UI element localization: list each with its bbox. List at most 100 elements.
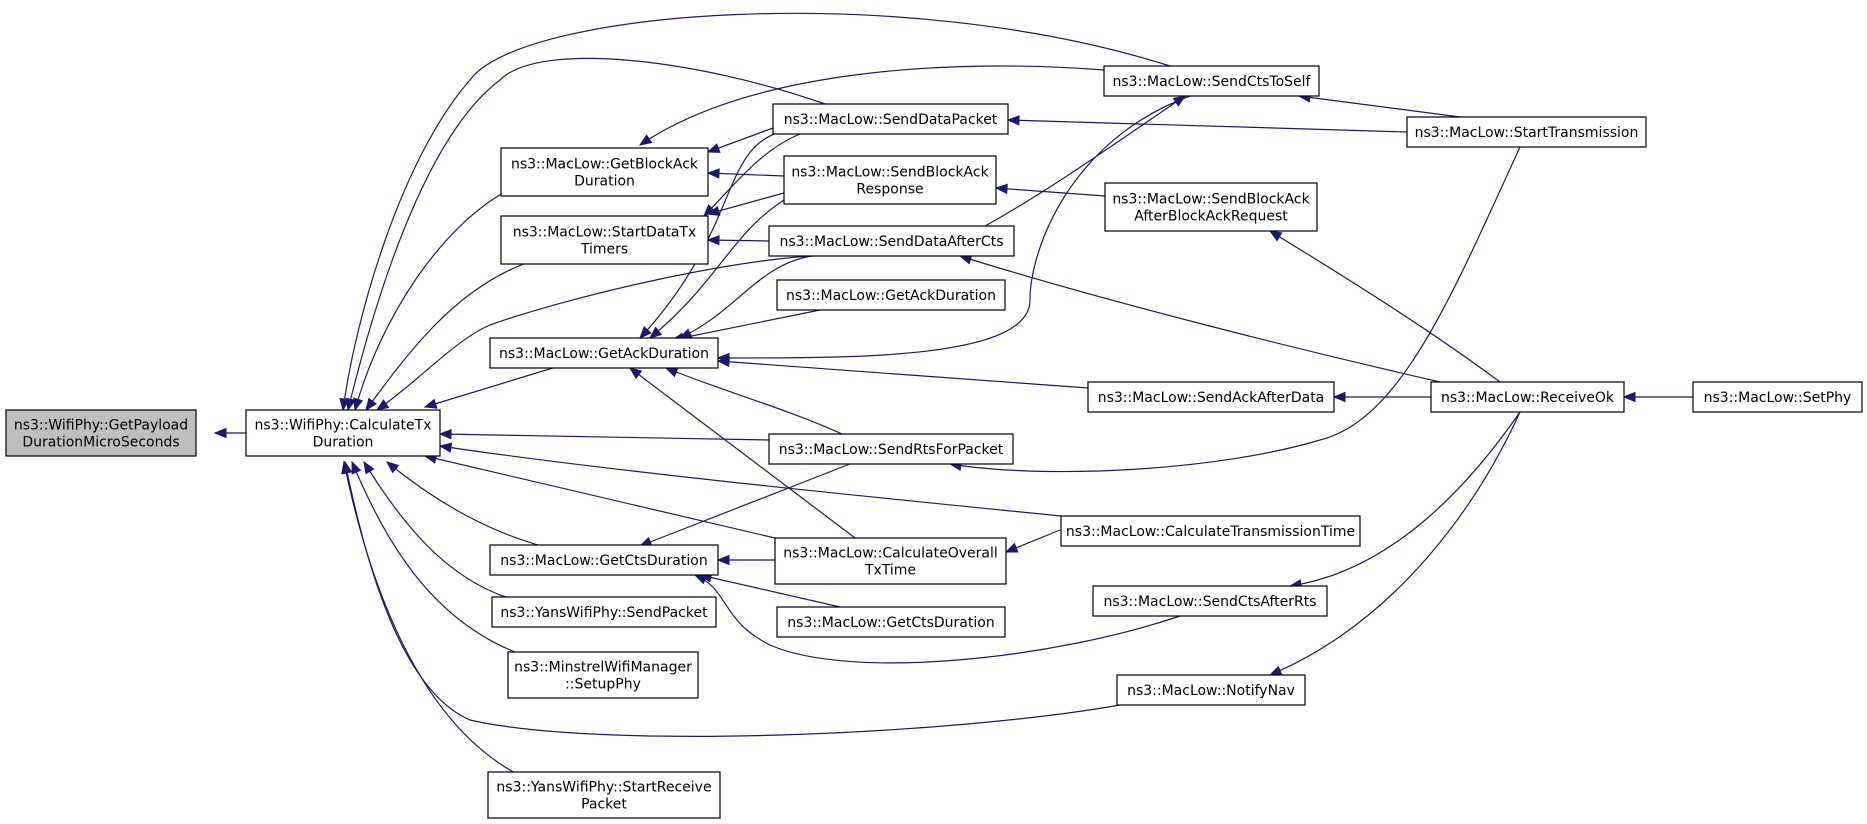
edge-startTransmission-to-sendCtsToSelf <box>1297 92 1461 118</box>
node-box <box>1692 381 1863 413</box>
arrowhead-icon <box>363 460 375 475</box>
node-label: DurationMicroSeconds <box>22 435 179 451</box>
node-getAckMain[interactable]: ns3::MacLow::GetAckDuration <box>489 337 719 369</box>
node-label: ns3::MacLow::GetCtsDuration <box>500 553 707 569</box>
edge-getAck2-to-getAckMain <box>670 308 826 343</box>
node-box <box>1104 182 1318 232</box>
node-box <box>491 596 717 628</box>
arrowhead-icon <box>342 460 353 475</box>
node-label: AfterBlockAckRequest <box>1134 209 1288 225</box>
arrowhead-icon <box>664 367 679 378</box>
edge-line <box>439 433 770 441</box>
edge-line <box>342 12 1171 411</box>
node-label: ns3::MacLow::StartDataTx <box>513 225 697 241</box>
arrowhead-icon <box>639 325 652 339</box>
node-notifyNav[interactable]: ns3::MacLow::NotifyNav <box>1116 674 1306 706</box>
node-getCtsMain[interactable]: ns3::MacLow::GetCtsDuration <box>489 544 719 576</box>
node-box <box>489 544 719 576</box>
node-label: ns3::MacLow::SendBlockAck <box>791 165 989 181</box>
node-label: Response <box>856 182 923 198</box>
node-label: ns3::MacLow::GetBlockAck <box>511 157 699 173</box>
edge-line <box>995 187 1106 197</box>
node-sendDataPacket[interactable]: ns3::MacLow::SendDataPacket <box>772 103 1009 135</box>
edge-line <box>707 127 774 153</box>
node-box <box>1087 381 1335 413</box>
node-sendDataAfterCts[interactable]: ns3::MacLow::SendDataAfterCts <box>768 225 1015 257</box>
edge-line <box>376 254 827 411</box>
edge-getAckMain-to-calcTx <box>423 366 557 409</box>
edge-line <box>1269 411 1521 676</box>
node-sendAckAfterData[interactable]: ns3::MacLow::SendAckAfterData <box>1087 381 1335 413</box>
node-box <box>1060 515 1361 547</box>
arrowhead-icon <box>994 183 1008 195</box>
edge-line <box>694 574 1181 664</box>
node-minstrel[interactable]: ns3::MinstrelWifiManager::SetupPhy <box>507 651 699 699</box>
node-yansSend[interactable]: ns3::YansWifiPhy::SendPacket <box>491 596 717 628</box>
node-sendBlockAckAfter[interactable]: ns3::MacLow::SendBlockAckAfterBlockAckRe… <box>1104 182 1318 232</box>
node-box <box>5 409 197 457</box>
edge-line <box>707 172 785 177</box>
node-label: ns3::YansWifiPhy::SendPacket <box>500 605 708 621</box>
edge-sendCtsToSelf-to-calcTx <box>339 12 1171 412</box>
arrowhead-icon <box>716 554 730 566</box>
node-getAck2[interactable]: ns3::MacLow::GetAckDuration <box>776 279 1006 311</box>
arrowhead-icon <box>1268 665 1283 676</box>
arrowhead-icon <box>716 352 730 364</box>
edge-line <box>351 461 521 655</box>
edge-line <box>439 445 1062 517</box>
node-getPayload[interactable]: ns3::WifiPhy::GetPayloadDurationMicroSec… <box>5 409 197 457</box>
node-label: ::SetupPhy <box>565 677 641 693</box>
node-box <box>489 337 719 369</box>
node-label: ns3::MacLow::NotifyNav <box>1127 683 1295 699</box>
node-box <box>776 279 1006 311</box>
edge-line <box>363 461 516 601</box>
node-label: ns3::MacLow::SendRtsForPacket <box>779 442 1004 458</box>
node-box <box>783 155 997 205</box>
node-sendRts[interactable]: ns3::MacLow::SendRtsForPacket <box>768 433 1014 465</box>
edge-sendBlockAckResp-to-startDataTx <box>706 192 785 216</box>
node-label: Duration <box>574 174 635 190</box>
node-receiveOk[interactable]: ns3::MacLow::ReceiveOk <box>1430 381 1625 413</box>
edge-sendBlockAckResp-to-getBlockAck <box>706 168 785 179</box>
arrowhead-icon <box>438 442 453 453</box>
graph-nodes: ns3::WifiPhy::GetPayloadDurationMicroSec… <box>5 65 1863 819</box>
edge-line <box>639 461 856 547</box>
node-box <box>487 771 721 819</box>
edge-sendDataAfterCts-to-sendCtsToSelf <box>984 95 1187 227</box>
arrowhead-icon <box>339 397 350 412</box>
node-sendCtsAfterRts[interactable]: ns3::MacLow::SendCtsAfterRts <box>1092 585 1328 617</box>
node-calcTransTime[interactable]: ns3::MacLow::CalculateTransmissionTime <box>1060 515 1361 547</box>
edge-sendDataAfterCts-to-calcTx <box>375 254 827 411</box>
node-box <box>507 651 699 699</box>
arrowhead-icon <box>423 398 438 409</box>
node-setPhy[interactable]: ns3::MacLow::SetPhy <box>1692 381 1863 413</box>
arrowhead-icon <box>706 143 721 153</box>
node-box <box>245 409 441 457</box>
node-label: ns3::MacLow::StartTransmission <box>1415 125 1639 141</box>
node-getCts2[interactable]: ns3::MacLow::GetCtsDuration <box>776 606 1006 638</box>
edge-yansRecv-to-calcTx <box>341 460 516 774</box>
edge-line <box>424 366 557 408</box>
edge-line <box>717 360 1089 389</box>
edge-sendRts-to-getCtsMain <box>638 461 856 547</box>
edge-calcTransTime-to-calcTx <box>438 442 1062 517</box>
edge-line <box>347 57 826 411</box>
node-box <box>774 537 1007 585</box>
edge-getBlockAck-to-calcTx <box>353 187 513 412</box>
node-startTransmission[interactable]: ns3::MacLow::StartTransmission <box>1406 116 1647 148</box>
arrowhead-icon <box>213 427 227 439</box>
node-box <box>500 215 709 265</box>
edge-line <box>343 461 516 774</box>
arrowhead-icon <box>1332 391 1346 403</box>
node-sendCtsToSelf[interactable]: ns3::MacLow::SendCtsToSelf <box>1103 65 1320 97</box>
node-box <box>768 225 1015 257</box>
arrowhead-icon <box>1172 95 1187 107</box>
edge-notifyNav-to-calcTx <box>342 460 1121 737</box>
